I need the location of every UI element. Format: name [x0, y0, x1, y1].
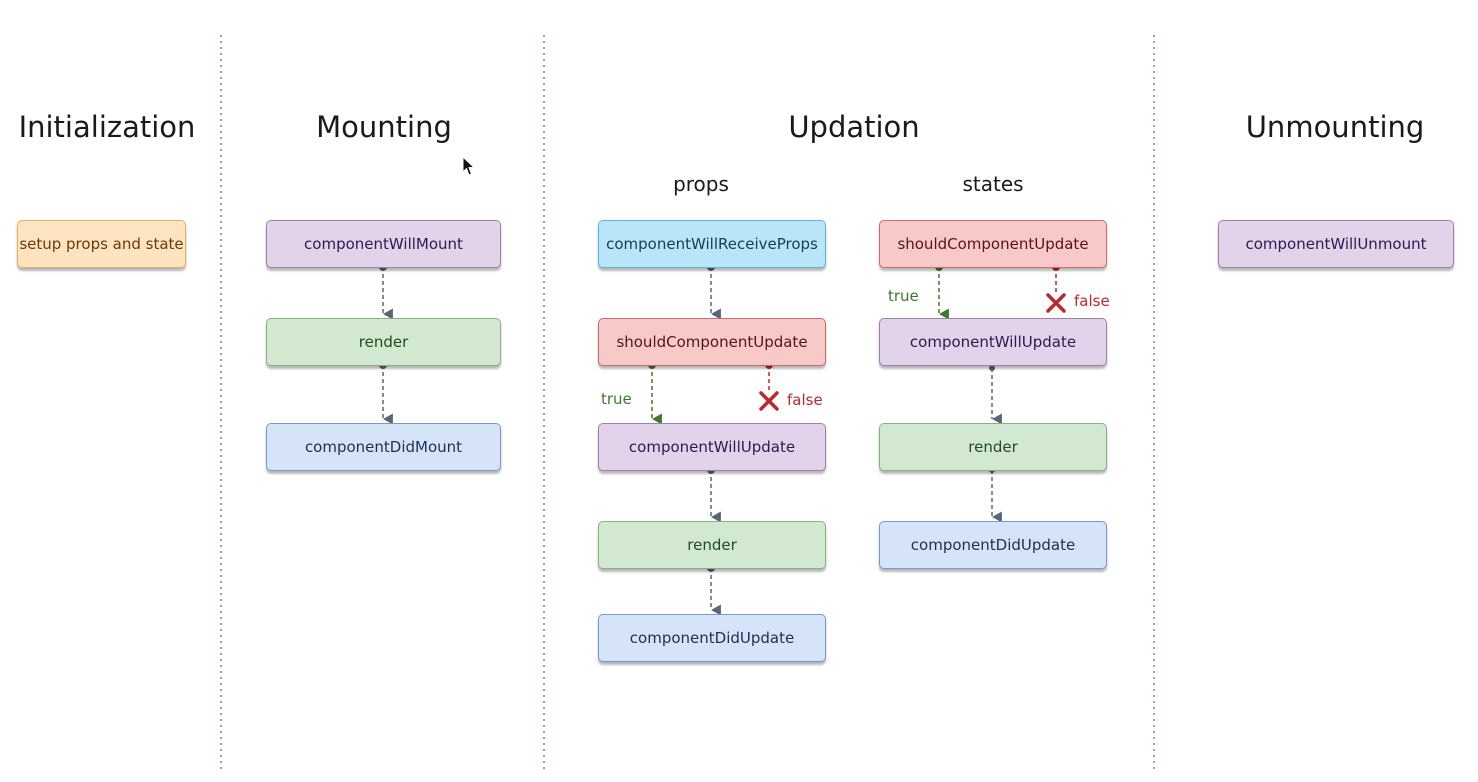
- node-setup-props-and-state: setup props and state: [17, 220, 186, 268]
- node-component-will-unmount: componentWillUnmount: [1218, 220, 1454, 268]
- subheading-states: states: [962, 172, 1024, 196]
- props-true-connector: [648, 361, 662, 425]
- node-mount-render: render: [266, 318, 501, 366]
- props-connector-3: [707, 466, 721, 523]
- mouse-cursor-icon: [462, 156, 476, 176]
- states-connector-2: [989, 365, 1002, 425]
- props-connector-4: [707, 564, 721, 616]
- heading-mounting: Mounting: [316, 110, 452, 144]
- states-false-x-icon: [1046, 293, 1066, 313]
- subheading-props: props: [673, 172, 729, 196]
- node-states-render: render: [879, 423, 1107, 471]
- node-component-will-receive-props: componentWillReceiveProps: [598, 220, 826, 268]
- mounting-connector-1: [379, 263, 393, 320]
- heading-unmounting: Unmounting: [1245, 110, 1425, 144]
- node-props-should-component-update: shouldComponentUpdate: [598, 318, 826, 366]
- node-states-component-will-update: componentWillUpdate: [879, 318, 1107, 366]
- node-states-component-did-update: componentDidUpdate: [879, 521, 1107, 569]
- states-connector-3: [989, 467, 1002, 523]
- heading-initialization: Initialization: [18, 110, 196, 144]
- node-props-component-did-update: componentDidUpdate: [598, 614, 826, 662]
- props-connector-1: [707, 263, 721, 320]
- node-component-did-mount: componentDidMount: [266, 423, 501, 471]
- heading-updation: Updation: [788, 110, 920, 144]
- states-true-connector: [935, 263, 949, 320]
- node-props-render: render: [598, 521, 826, 569]
- props-false-x-icon: [759, 391, 779, 411]
- mounting-connector-2: [379, 361, 393, 425]
- node-states-should-component-update: shouldComponentUpdate: [879, 220, 1107, 268]
- states-false-label: false: [1074, 292, 1110, 310]
- props-false-label: false: [787, 391, 823, 409]
- props-true-label: true: [601, 390, 632, 408]
- node-props-component-will-update: componentWillUpdate: [598, 423, 826, 471]
- node-component-will-mount: componentWillMount: [266, 220, 501, 268]
- states-true-label: true: [888, 287, 919, 305]
